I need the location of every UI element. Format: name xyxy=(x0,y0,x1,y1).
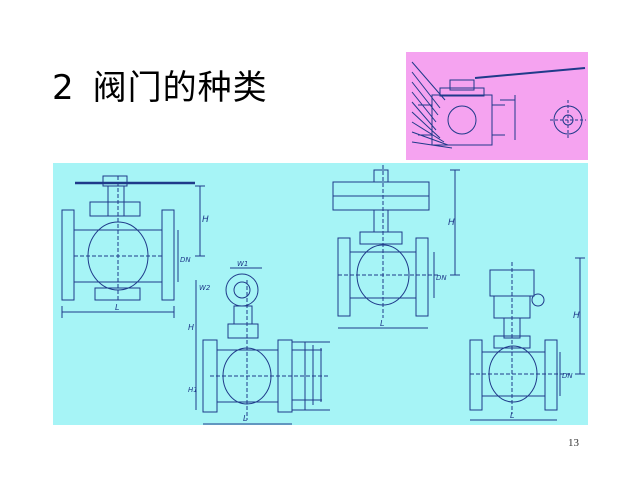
dim-label-w1: W1 xyxy=(237,260,248,268)
dim-label-l-3: L xyxy=(380,319,384,328)
lever-ball-valve-drawing xyxy=(61,175,205,318)
actuator-ball-valve-center-drawing xyxy=(332,165,460,329)
actuator-ball-valve-right-drawing xyxy=(469,257,585,421)
gear-ball-valve-drawing xyxy=(195,267,330,425)
dim-label-l-2: L xyxy=(243,414,247,423)
dim-label-dn-4: DN xyxy=(562,372,573,380)
title-number: 2 xyxy=(52,68,75,108)
dim-label-h-1: H xyxy=(202,215,209,225)
dim-label-h-4: H xyxy=(573,311,580,321)
title-text: 阀门的种类 xyxy=(92,68,268,108)
dim-label-dn-1: DN xyxy=(180,256,191,264)
dim-label-h-3: H xyxy=(448,218,455,228)
pink-valve-cutaway xyxy=(411,61,586,149)
page-number: 13 xyxy=(568,437,579,449)
dim-label-dn-3: DN xyxy=(436,274,447,282)
slide-title: 2 阀门的种类 xyxy=(52,60,268,109)
dim-label-w2: W2 xyxy=(199,284,211,292)
dim-label-l-4: L xyxy=(510,411,514,420)
dim-label-h1: H1 xyxy=(188,386,198,394)
dim-label-l-1: L xyxy=(115,303,119,312)
dim-label-h-2: H xyxy=(188,323,194,332)
